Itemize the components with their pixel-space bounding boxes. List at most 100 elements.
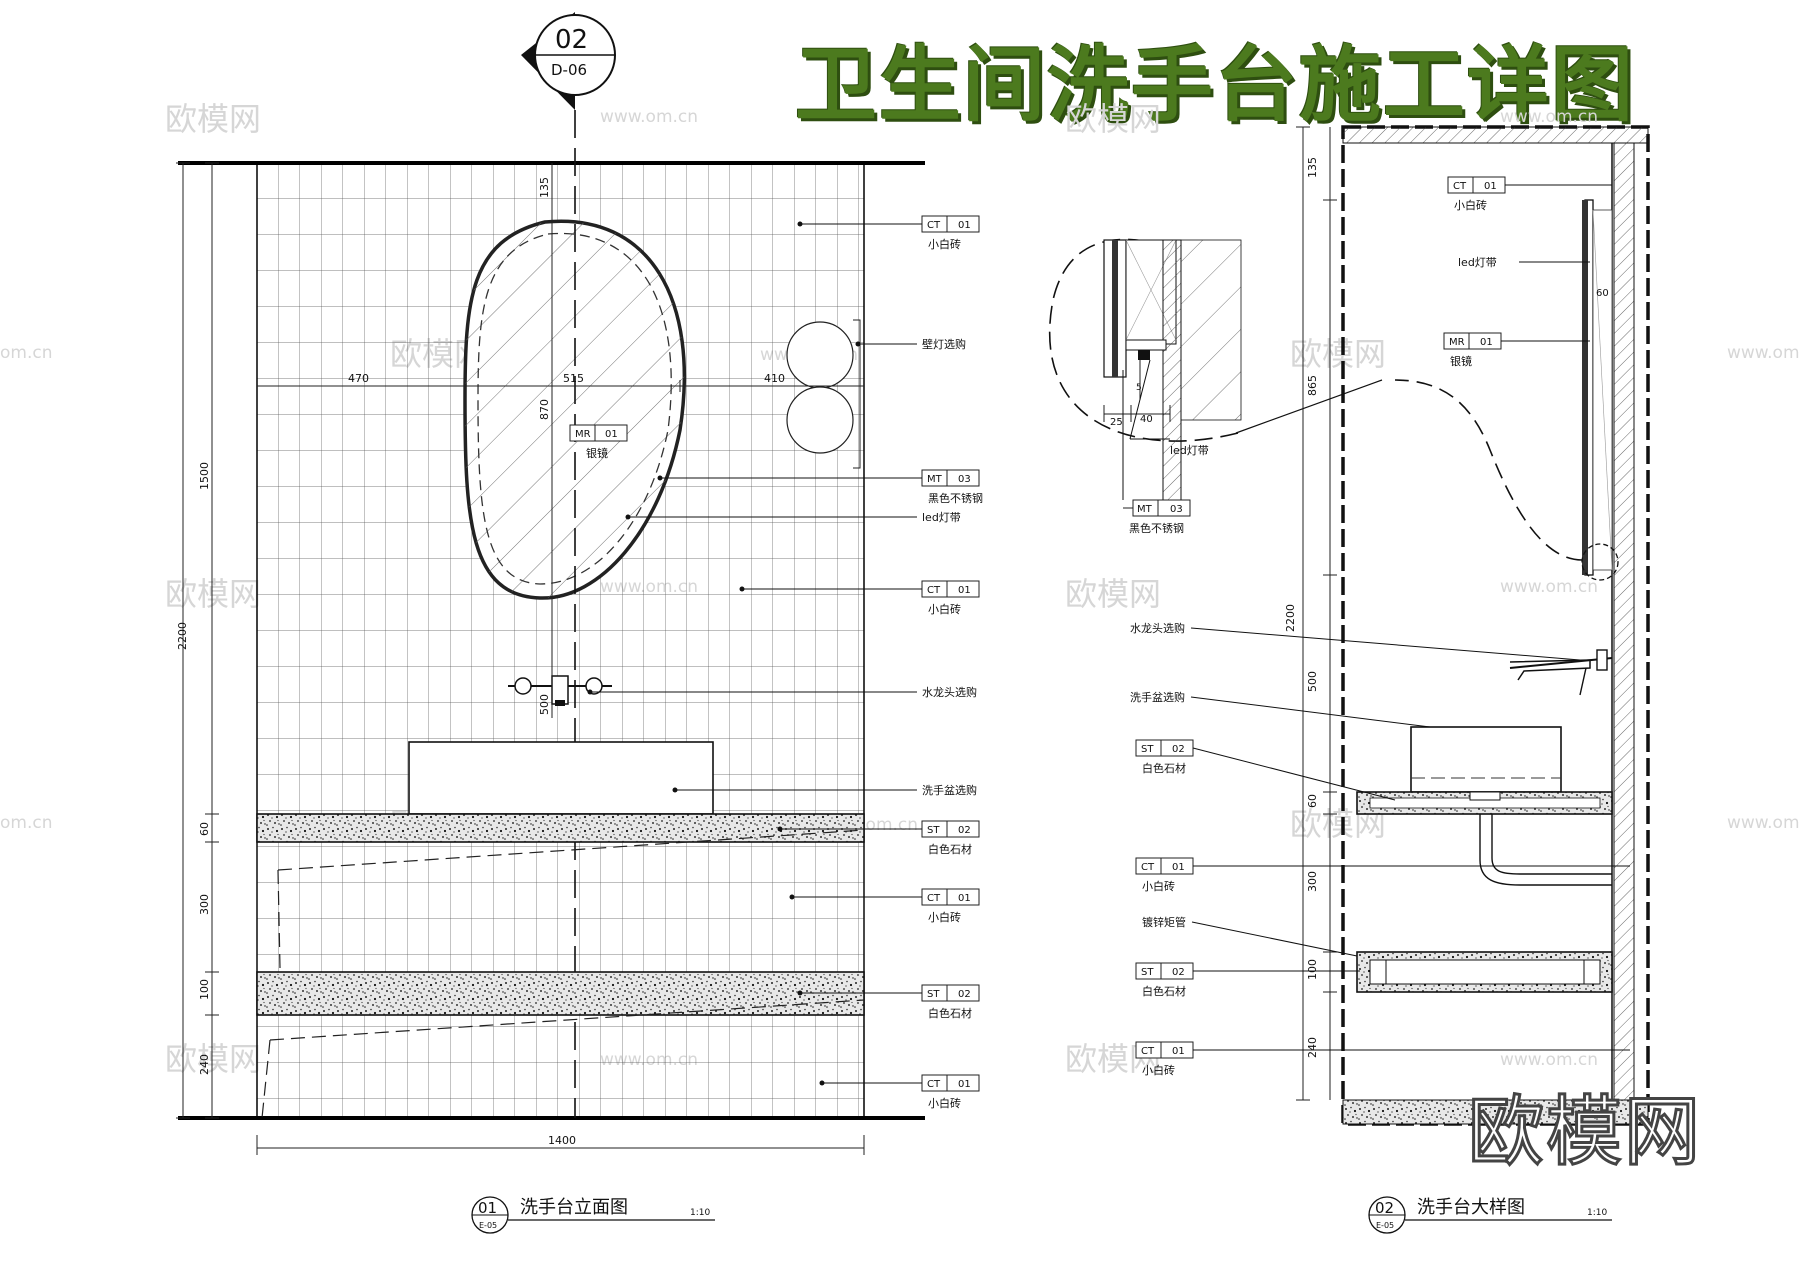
svg-text:1:10: 1:10 bbox=[1587, 1208, 1607, 1218]
basin bbox=[408, 741, 714, 815]
tag-code: CT bbox=[927, 893, 941, 904]
tag-number: 02 bbox=[1172, 744, 1185, 755]
tag-label: 白色石材 bbox=[1142, 761, 1186, 775]
tag-label: 小白砖 bbox=[928, 1096, 961, 1110]
elevation-view: 1500 2200 60 300 100 240 135 870 500 470… bbox=[176, 12, 983, 1234]
tag-code: CT bbox=[927, 220, 941, 231]
watermark-url: om.cn bbox=[0, 343, 53, 363]
tag-label: 小白砖 bbox=[928, 237, 961, 251]
dim-h-a: 470 bbox=[348, 372, 369, 385]
tag-code: CT bbox=[1141, 862, 1155, 873]
svg-text:02: 02 bbox=[1375, 1199, 1394, 1217]
material-tag: CT 01 小白砖 bbox=[1135, 857, 1630, 893]
tag-code: ST bbox=[1141, 967, 1154, 978]
tag-label: 白色石材 bbox=[928, 842, 972, 856]
svg-text:洗手台大样图: 洗手台大样图 bbox=[1417, 1197, 1525, 1218]
tag-code: ST bbox=[1141, 744, 1154, 755]
watermark-url: www.om.cn bbox=[600, 107, 698, 127]
faucet bbox=[508, 675, 612, 706]
drawing-title: 卫生间洗手台施工详图 bbox=[795, 38, 1636, 133]
sec-dim-mirror: 865 bbox=[1306, 375, 1319, 396]
watermark-url: www.om.cn bbox=[1727, 813, 1800, 833]
tag-label: 水龙头选购 bbox=[922, 685, 977, 699]
tag-label: 白色石材 bbox=[928, 1006, 972, 1020]
detail-dim-b: 40 bbox=[1140, 414, 1153, 425]
tag-code: ST bbox=[927, 989, 940, 1000]
tag-code: MT bbox=[927, 474, 943, 485]
tag-code: CT bbox=[927, 1079, 941, 1090]
svg-text:D-06: D-06 bbox=[551, 61, 587, 79]
material-tag: led灯带 bbox=[625, 511, 961, 524]
basin-section bbox=[1410, 726, 1562, 793]
svg-text:led灯带: led灯带 bbox=[1170, 444, 1209, 457]
material-tag: ST 02 白色石材 bbox=[777, 820, 980, 856]
countertop-stone bbox=[256, 813, 865, 843]
tag-number: 01 bbox=[1480, 337, 1493, 348]
dim-mirror-top: 135 bbox=[538, 177, 551, 198]
dim-faucet: 500 bbox=[538, 694, 551, 715]
watermark-url: om.cn bbox=[0, 813, 53, 833]
dim-cabinet: 300 bbox=[198, 894, 211, 915]
watermark-url: www.om.cn bbox=[1500, 577, 1598, 597]
material-tag: ST 02 白色石材 bbox=[1135, 739, 1396, 801]
tag-label: 小白砖 bbox=[928, 602, 961, 616]
detail-dim-a: 25 bbox=[1110, 417, 1123, 428]
mirror-tag: MR 01 银镜 bbox=[569, 424, 628, 460]
sec-dim-bottom: 240 bbox=[1306, 1037, 1319, 1058]
dim-h-b: 515 bbox=[563, 372, 584, 385]
sec-dim-faucet: 500 bbox=[1306, 671, 1319, 692]
floor-slab bbox=[1342, 1099, 1649, 1125]
tag-label: led灯带 bbox=[922, 511, 961, 524]
svg-text:银镜: 银镜 bbox=[586, 446, 608, 460]
tag-label: 水龙头选购 bbox=[1130, 621, 1185, 635]
material-tag: 壁灯选购 bbox=[855, 337, 966, 351]
sec-dim-top: 135 bbox=[1306, 157, 1319, 178]
detail-enlargement: 25 40 5 led灯带 MT 03 黑色不锈钢 bbox=[1048, 238, 1383, 535]
material-tag: CT 01 小白砖 bbox=[819, 1074, 980, 1110]
tag-label: 小白砖 bbox=[1454, 198, 1487, 212]
elevation-caption: 01 E-05 洗手台立面图 1:10 bbox=[471, 1196, 715, 1234]
section-marker: 02 D-06 bbox=[521, 12, 616, 110]
tag-number: 01 bbox=[958, 1079, 971, 1090]
tag-number: 02 bbox=[958, 825, 971, 836]
tag-label: 壁灯选购 bbox=[922, 337, 966, 351]
watermark-logo: 欧模网 bbox=[1290, 335, 1386, 373]
tag-code: ST bbox=[927, 825, 940, 836]
sec-dim-cabinet: 300 bbox=[1306, 871, 1319, 892]
tag-label: led灯带 bbox=[1458, 256, 1497, 269]
tag-number: 01 bbox=[958, 893, 971, 904]
section-caption: 02 E-05 洗手台大样图 1:10 bbox=[1368, 1196, 1612, 1234]
svg-text:E-05: E-05 bbox=[479, 1221, 497, 1230]
svg-text:03: 03 bbox=[1170, 504, 1183, 515]
watermark-logo: 欧模网 bbox=[1065, 575, 1161, 613]
svg-text:洗手台立面图: 洗手台立面图 bbox=[520, 1197, 628, 1218]
svg-text:黑色不锈钢: 黑色不锈钢 bbox=[1129, 521, 1184, 535]
tag-label: 镀锌矩管 bbox=[1142, 915, 1186, 929]
tag-label: 白色石材 bbox=[1142, 984, 1186, 998]
faucet-section bbox=[1509, 649, 1613, 696]
svg-text:01: 01 bbox=[478, 1199, 497, 1217]
dim-h-total: 1400 bbox=[548, 1134, 576, 1147]
detail-dim-c: 5 bbox=[1136, 383, 1142, 393]
tag-number: 01 bbox=[1172, 862, 1185, 873]
watermark-logo: 欧模网 bbox=[1065, 100, 1161, 138]
dim-top: 60 bbox=[198, 822, 211, 836]
material-tag: 水龙头选购 bbox=[587, 685, 977, 699]
tag-label: 洗手盆选购 bbox=[922, 783, 977, 797]
drain-pipe bbox=[1479, 814, 1612, 886]
watermark-logo: 欧模网 bbox=[165, 100, 261, 138]
tag-label: 黑色不锈钢 bbox=[928, 491, 983, 505]
sec-dim-overall: 2200 bbox=[1284, 604, 1297, 632]
tag-label: 小白砖 bbox=[1142, 879, 1175, 893]
tag-code: MR bbox=[1449, 337, 1465, 348]
sec-dim-counter: 60 bbox=[1306, 794, 1319, 808]
